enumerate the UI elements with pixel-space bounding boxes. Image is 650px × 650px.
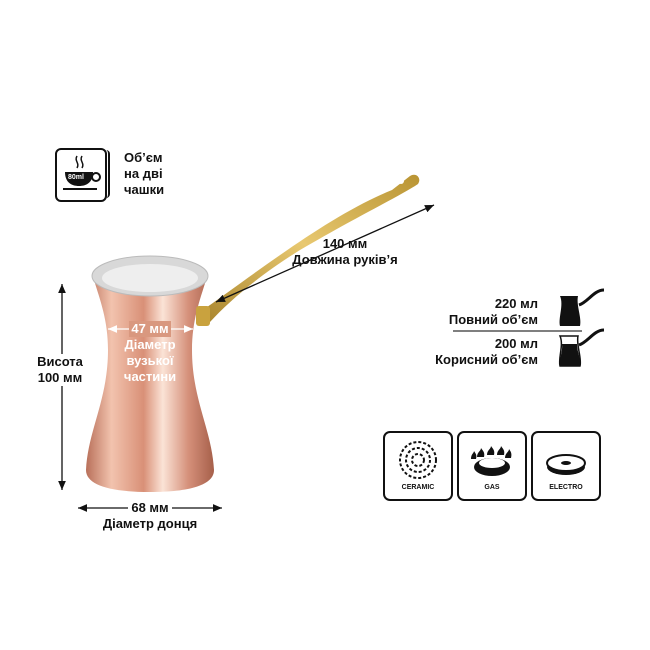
neck-dimension: 47 мм Діаметр вузької частини xyxy=(115,321,185,385)
useful-pot-icon xyxy=(558,328,605,367)
cups-label-line: Об’єм xyxy=(124,150,163,165)
cups-label-line: на дві xyxy=(124,166,163,181)
neck-value: 47 мм xyxy=(129,321,171,337)
handle-label: Довжина руків’я xyxy=(292,252,398,267)
full-volume-value: 220 мл xyxy=(494,296,538,311)
height-value: 100 мм xyxy=(37,370,83,385)
useful-volume-value: 200 мл xyxy=(494,336,538,351)
neck-label-line: Діаметр xyxy=(124,337,176,352)
electric-plate-icon xyxy=(546,454,586,475)
base-dimension: 68 мм Діаметр донця xyxy=(80,500,220,532)
copper-body xyxy=(86,280,214,492)
stove-gas: GAS xyxy=(457,431,527,501)
full-volume: 220 мл Повний об’єм xyxy=(380,296,538,328)
neck-label-line: вузької xyxy=(126,353,174,368)
cups-label: Об’єм на дві чашки xyxy=(124,150,164,198)
handle-dimension: 140 мм Довжина руків’я xyxy=(270,236,420,268)
ceramic-hob-icon xyxy=(399,441,437,479)
neck-label-line: частини xyxy=(123,369,177,384)
height-dimension: Висота 100 мм xyxy=(25,354,95,386)
useful-volume-label: Корисний об’єм xyxy=(435,352,538,367)
full-pot-icon xyxy=(559,288,605,326)
two-cups-icon: 80ml xyxy=(55,148,107,202)
full-volume-label: Повний об’єм xyxy=(448,312,538,327)
stove-label: ELECTRO xyxy=(549,484,583,491)
stove-label: GAS xyxy=(484,484,500,491)
cup-badge: 80ml xyxy=(68,174,84,181)
stove-electro: ELECTRO xyxy=(531,431,601,501)
stove-label: CERAMIC xyxy=(401,484,435,491)
gas-burner-icon xyxy=(471,446,512,476)
handle-value: 140 мм xyxy=(322,236,368,251)
base-value: 68 мм xyxy=(128,500,172,516)
stove-ceramic: CERAMIC xyxy=(383,431,453,501)
base-label: Діаметр донця xyxy=(102,516,198,531)
cups-label-line: чашки xyxy=(124,182,165,197)
useful-volume: 200 мл Корисний об’єм xyxy=(380,336,538,368)
height-label: Висота xyxy=(37,354,83,369)
